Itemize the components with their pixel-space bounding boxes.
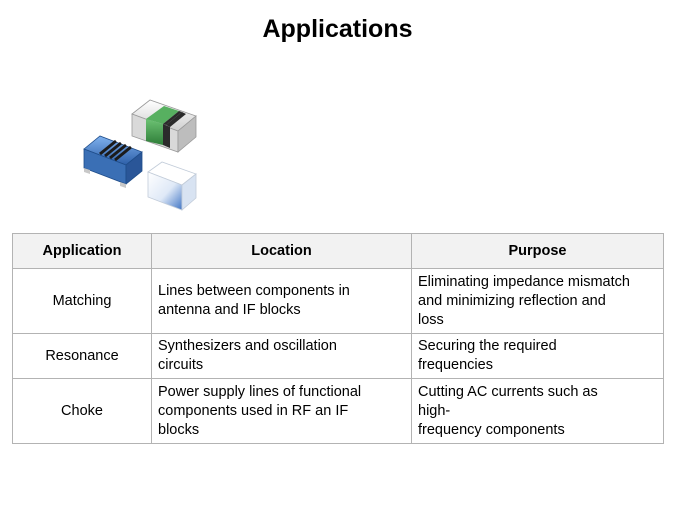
header-application: Application [12, 233, 152, 269]
blue-wirewound-inductor [83, 135, 143, 188]
green-chip-inductor [131, 99, 197, 153]
location-line: antenna and IF blocks [158, 302, 301, 318]
header-location: Location [151, 233, 412, 269]
location-line: circuits [158, 357, 204, 373]
table-row-resonance: Resonance Synthesizers and oscillation c… [12, 333, 664, 379]
application-cell: Matching [12, 268, 152, 334]
purpose-line: Eliminating impedance mismatch [418, 273, 630, 290]
purpose-line: Securing the required [418, 338, 557, 354]
location-line: Synthesizers and oscillation [158, 338, 337, 354]
location-cell: Synthesizers and oscillation circuits [151, 333, 412, 379]
purpose-line: Cutting AC currents such as [418, 383, 598, 400]
inductor-components-photo [83, 99, 197, 211]
purpose-line: frequencies [418, 357, 493, 373]
slide-title: Applications [262, 15, 413, 43]
table-row-matching: Matching Lines between components in ant… [12, 268, 664, 334]
location-line: components used in RF an IF [158, 402, 349, 419]
location-cell: Lines between components in antenna and … [151, 268, 412, 334]
purpose-cell: Securing the required frequencies [411, 333, 664, 379]
purpose-cell: Cutting AC currents such as high- freque… [411, 378, 664, 444]
applications-table: Application Location Purpose Matching Li… [12, 233, 664, 444]
location-line: Power supply lines of functional [158, 383, 362, 400]
purpose-line: high- [418, 402, 451, 419]
application-cell: Choke [12, 378, 152, 444]
purpose-line: loss [418, 311, 444, 328]
location-line: blocks [158, 421, 200, 438]
table-header-row: Application Location Purpose [12, 233, 664, 269]
application-cell: Resonance [12, 333, 152, 379]
purpose-line: frequency components [418, 421, 565, 438]
header-purpose: Purpose [411, 233, 664, 269]
ceramic-chip-inductor [147, 161, 197, 211]
location-cell: Power supply lines of functional compone… [151, 378, 412, 444]
location-line: Lines between components in [158, 283, 350, 299]
purpose-cell: Eliminating impedance mismatch and minim… [411, 268, 664, 334]
purpose-line: and minimizing reflection and [418, 292, 606, 309]
table-row-choke: Choke Power supply lines of functional c… [12, 378, 664, 444]
